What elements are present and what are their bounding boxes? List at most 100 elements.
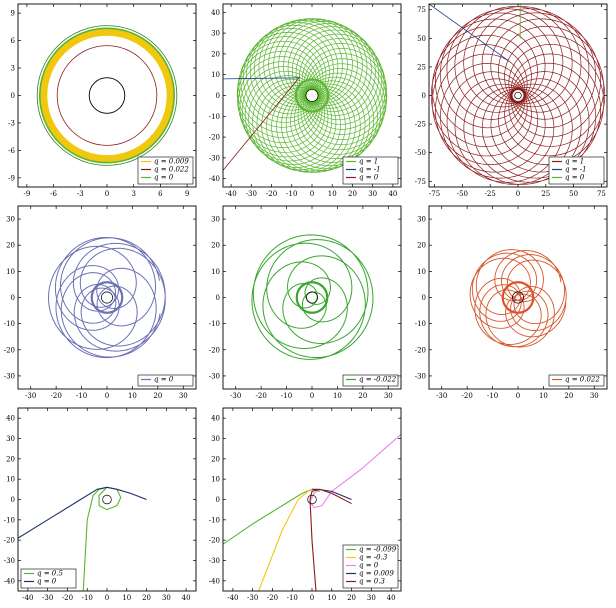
plot-area xyxy=(36,25,178,166)
x-tick-label: 30 xyxy=(162,594,171,602)
series-line-3 xyxy=(223,76,301,171)
series-line-2 xyxy=(18,486,147,539)
ring-mark-1 xyxy=(295,281,329,314)
legend-label: q = 0 xyxy=(359,562,379,570)
ring-mark-1 xyxy=(501,281,535,314)
x-tick-label: 30 xyxy=(179,392,188,400)
y-tick-label: -3 xyxy=(8,119,15,127)
series-line-1 xyxy=(40,28,174,163)
series-line-3 xyxy=(309,434,401,509)
axes-frame xyxy=(222,205,402,390)
series-line-1 xyxy=(48,236,166,359)
series-line-1 xyxy=(223,488,321,545)
x-tick-label: -30 xyxy=(25,392,36,400)
ring-mark-2 xyxy=(512,291,524,304)
x-tick-label: -40 xyxy=(227,594,238,602)
legend-label: q = 0 xyxy=(154,174,174,182)
x-tick-label: -3 xyxy=(77,190,84,198)
x-tick-label: 9 xyxy=(185,190,189,198)
x-tick-label: -20 xyxy=(462,392,473,400)
x-tick-label: 0 xyxy=(516,190,520,198)
y-tick-label: -20 xyxy=(209,134,220,142)
ring-mark-2 xyxy=(101,291,113,304)
x-tick-label: 10 xyxy=(327,594,336,602)
x-tick-label: 25 xyxy=(541,190,550,198)
x-tick-label: -10 xyxy=(487,392,498,400)
y-tick-label: -40 xyxy=(209,175,220,183)
plot-area xyxy=(469,249,567,348)
x-tick-label: 0 xyxy=(310,392,314,400)
legend-label: q = 0.3 xyxy=(359,578,385,586)
ring-mark-1 xyxy=(90,281,124,314)
plot-area xyxy=(18,486,147,591)
y-tick-label: -10 xyxy=(415,320,426,328)
axes-frame xyxy=(17,205,197,390)
y-tick-label: 50 xyxy=(417,35,426,43)
axes-frame xyxy=(17,407,197,592)
x-tick-label: -6 xyxy=(50,190,57,198)
y-tick-label: 0 xyxy=(11,92,15,100)
y-tick-label: 40 xyxy=(6,415,15,423)
y-tick-label: 20 xyxy=(6,242,15,250)
y-tick-label: -9 xyxy=(8,174,15,182)
y-tick-label: -75 xyxy=(415,178,426,186)
x-tick-label: -20 xyxy=(267,594,278,602)
x-tick-label: -10 xyxy=(76,392,87,400)
x-tick-label: -30 xyxy=(436,392,447,400)
x-tick-label: -10 xyxy=(287,594,298,602)
series-line-2 xyxy=(258,488,315,591)
series-line-3 xyxy=(39,27,175,164)
y-tick-label: 0 xyxy=(216,496,220,504)
x-tick-label: -20 xyxy=(266,190,277,198)
series-line-1 xyxy=(469,249,567,348)
y-tick-label: 6 xyxy=(11,37,16,45)
legend-label: q = 0.009 xyxy=(154,158,189,166)
y-tick-label: 20 xyxy=(417,242,426,250)
legend-label: q = -1 xyxy=(359,166,381,174)
x-tick-label: 10 xyxy=(328,190,337,198)
legend-label: q = 0.5 xyxy=(37,570,63,578)
x-tick-label: 20 xyxy=(347,594,356,602)
x-tick-label: 0 xyxy=(516,392,520,400)
y-tick-label: -30 xyxy=(4,372,15,380)
plot-area xyxy=(223,434,401,591)
ring-mark-1 xyxy=(307,494,317,505)
series-line-2 xyxy=(56,45,158,146)
y-tick-label: 0 xyxy=(11,496,15,504)
ring-mark-1 xyxy=(102,494,112,505)
y-tick-label: 30 xyxy=(211,216,220,224)
x-tick-label: 30 xyxy=(368,190,377,198)
legend-label: q = 0 xyxy=(359,174,379,182)
legend-label: q = 0 xyxy=(154,376,174,384)
series-line-1 xyxy=(430,6,606,185)
ring-mark-2 xyxy=(514,91,522,100)
y-tick-label: 30 xyxy=(6,435,15,443)
x-tick-label: 30 xyxy=(590,392,599,400)
x-tick-label: -40 xyxy=(22,594,33,602)
ring-mark-2 xyxy=(88,77,126,114)
x-tick-label: 3 xyxy=(131,190,135,198)
y-tick-label: 10 xyxy=(6,476,15,484)
x-tick-label: 0 xyxy=(310,190,314,198)
legend: q = 0.5q = 0 xyxy=(20,568,77,589)
y-tick-label: 9 xyxy=(11,10,15,18)
y-tick-label: 10 xyxy=(417,268,426,276)
y-tick-label: -25 xyxy=(415,121,426,129)
x-tick-label: -10 xyxy=(286,190,297,198)
y-tick-label: -20 xyxy=(209,537,220,545)
y-tick-label: -20 xyxy=(415,346,426,354)
legend-label: q = 0 xyxy=(565,174,585,182)
legend-label: q = -1 xyxy=(565,166,587,174)
series-line-2 xyxy=(429,4,510,62)
x-tick-label: -30 xyxy=(246,190,257,198)
